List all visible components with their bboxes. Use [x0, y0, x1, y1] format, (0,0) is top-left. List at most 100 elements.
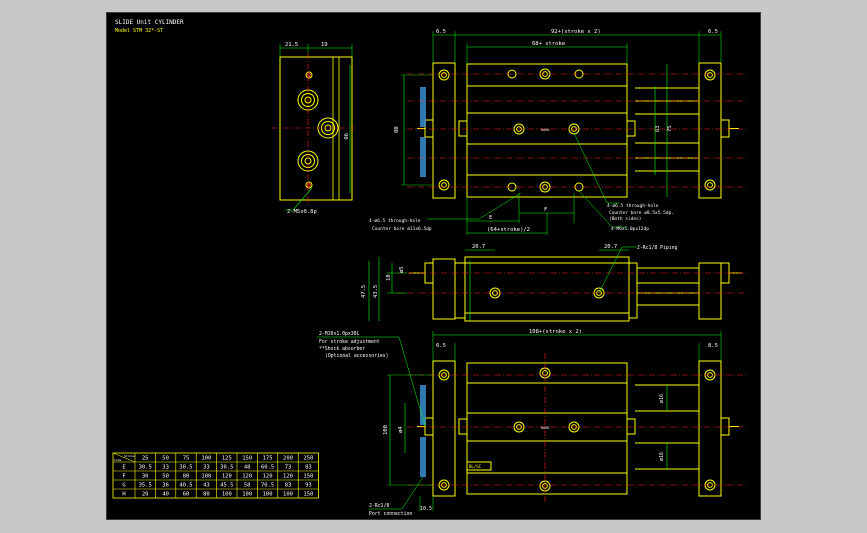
- top-view: MARK 6.5 6.5 92+(stroke x 2) 68+ stroke …: [369, 29, 747, 235]
- table-cell: 40.5: [179, 483, 192, 489]
- dim-21-5: 21.5: [285, 42, 298, 48]
- table-cell: 30.5: [139, 465, 152, 471]
- dim-90-side: 90: [342, 133, 348, 140]
- note-rc-piping: 2-Rc1/8 Piping: [637, 245, 678, 251]
- side-view: 21.5 19 90 2-M5x0.8p: [272, 42, 357, 215]
- table-cell: 100: [201, 474, 211, 480]
- table-cell: 50: [162, 474, 169, 480]
- table-cell: 100: [222, 492, 232, 498]
- dim-80: 80: [394, 126, 400, 133]
- note-rc-port: 2-Rc1/8: [369, 503, 389, 509]
- note-m6: 4-M6x1.0px12dp: [611, 226, 649, 232]
- table-cell: 58: [244, 483, 251, 489]
- table-cell: 150: [303, 492, 313, 498]
- table-cell: 60: [183, 492, 190, 498]
- dim-19: 19: [321, 42, 328, 48]
- dim-6-5-right: 6.5: [708, 29, 718, 35]
- note-shock-absorber: **Shock absorber: [319, 346, 365, 352]
- label-mark-top: MARK: [541, 128, 550, 132]
- table-cell: 43: [203, 483, 210, 489]
- bottom-view: MARK BL/SC 108+(stroke x 2) 6.5 8.5 100 …: [317, 329, 747, 517]
- table-cell: 33: [203, 465, 210, 471]
- table-cell: 120: [222, 474, 232, 480]
- table-header-cell: 250: [303, 456, 313, 462]
- note-optional: (Optional accessories): [325, 353, 389, 359]
- note-both-sides: (Both sides): [609, 216, 642, 222]
- table-cell: 45.5: [220, 483, 233, 489]
- dim-total-bottom: 108+(stroke x 2): [529, 329, 582, 335]
- table-header-cell: 125: [222, 456, 232, 462]
- table-header-cell: 75: [183, 456, 190, 462]
- dim-phi16-lower: ø16: [659, 452, 665, 461]
- dim-75: 75: [667, 125, 673, 132]
- table-cell: 30.5: [220, 465, 233, 471]
- dim-64-stroke: (64+stroke)/2: [487, 227, 530, 233]
- note-port-connection: Port connection: [369, 511, 412, 517]
- dim-phi16-upper: ø16: [659, 394, 665, 403]
- table-cell: 150: [303, 474, 313, 480]
- note-through-2: 4-ø6.5 through-hole: [607, 203, 659, 209]
- table-header-cell: 100: [201, 456, 211, 462]
- drawing-canvas: SLIDE Unit CYLINDER Model STM 32*-ST 21.…: [112, 19, 747, 517]
- dim-10-5: 10.5: [420, 506, 432, 512]
- dim-20-7-right: 20.7: [604, 244, 617, 250]
- table-row-code: H: [122, 492, 125, 498]
- table-header-cell: 150: [242, 456, 252, 462]
- dim-phi5: ø5: [399, 266, 405, 273]
- table-cell: 33: [162, 465, 169, 471]
- table-cell: 20: [142, 492, 149, 498]
- table-cell: 83: [285, 483, 292, 489]
- table-cell: 60.5: [261, 465, 274, 471]
- table-corner-stroke: Stroke: [124, 454, 135, 458]
- note-counterbore-1: Counter bore ø11x6.5dp: [372, 226, 432, 232]
- cad-viewport[interactable]: SLIDE Unit CYLINDER Model STM 32*-ST 21.…: [106, 12, 761, 520]
- table-header-cell: 25: [142, 456, 149, 462]
- table-cell: 48: [244, 465, 251, 471]
- port-bottom-left: [420, 385, 426, 425]
- table-cell: 73: [285, 465, 292, 471]
- table-header-cell: 200: [283, 456, 293, 462]
- dim-6-5-left: 6.5: [436, 29, 446, 35]
- dim-100: 100: [383, 425, 389, 435]
- label-bl-sc: BL/SC: [469, 464, 482, 469]
- table-cell: 100: [263, 492, 273, 498]
- dim-63: 63: [655, 125, 661, 132]
- note-m5-side: 2-M5x0.8p: [287, 209, 317, 215]
- table-header-cell: 50: [162, 456, 169, 462]
- note-stroke-adjust: For stroke adjustment: [319, 339, 380, 345]
- note-m10: 2-M10x1.0px30L: [319, 331, 360, 337]
- table-header-cell: 175: [263, 456, 273, 462]
- table-cell: 100: [283, 492, 293, 498]
- dim-6-5-bottom: 6.5: [436, 343, 446, 349]
- table-corner-code: Code: [114, 458, 121, 462]
- dim-e: E: [489, 215, 492, 221]
- table-cell: 35.5: [139, 483, 152, 489]
- table-cell: 83: [305, 465, 312, 471]
- dim-43-5: 43.5: [373, 285, 379, 298]
- drawing-model: Model STM 32*-ST: [115, 28, 163, 34]
- table-cell: 30: [142, 474, 149, 480]
- table-cell: 80: [203, 492, 210, 498]
- table-cell: 80: [183, 474, 190, 480]
- table-cell: 30.5: [179, 465, 192, 471]
- dim-47-5: 47.5: [361, 285, 367, 298]
- dim-total-top: 92+(stroke x 2): [551, 29, 601, 35]
- table-cell: 120: [283, 474, 293, 480]
- note-through-1: 4-ø6.5 through-hole: [369, 218, 421, 224]
- dim-18: 18: [386, 274, 392, 281]
- note-counterbore-2: Counter bore ø8.5x5.5dp.: [609, 210, 674, 216]
- table-row-code: G: [122, 483, 125, 489]
- dim-8-5-bottom: 8.5: [708, 343, 718, 349]
- table-cell: 40: [162, 492, 169, 498]
- table-cell: 93: [305, 483, 312, 489]
- port-top-left: [420, 87, 426, 127]
- dim-f: F: [544, 207, 547, 213]
- table-cell: 70.5: [261, 483, 274, 489]
- table-row-code: F: [122, 474, 125, 480]
- label-mark-bottom: MARK: [541, 426, 550, 430]
- drawing-title: SLIDE Unit CYLINDER: [115, 19, 184, 26]
- front-view: 18 ø5 47.5 43.5 20.7 20.7 2-Rc1/8 Piping: [361, 244, 747, 322]
- table-cell: 36: [162, 483, 169, 489]
- table-cell: 120: [242, 474, 252, 480]
